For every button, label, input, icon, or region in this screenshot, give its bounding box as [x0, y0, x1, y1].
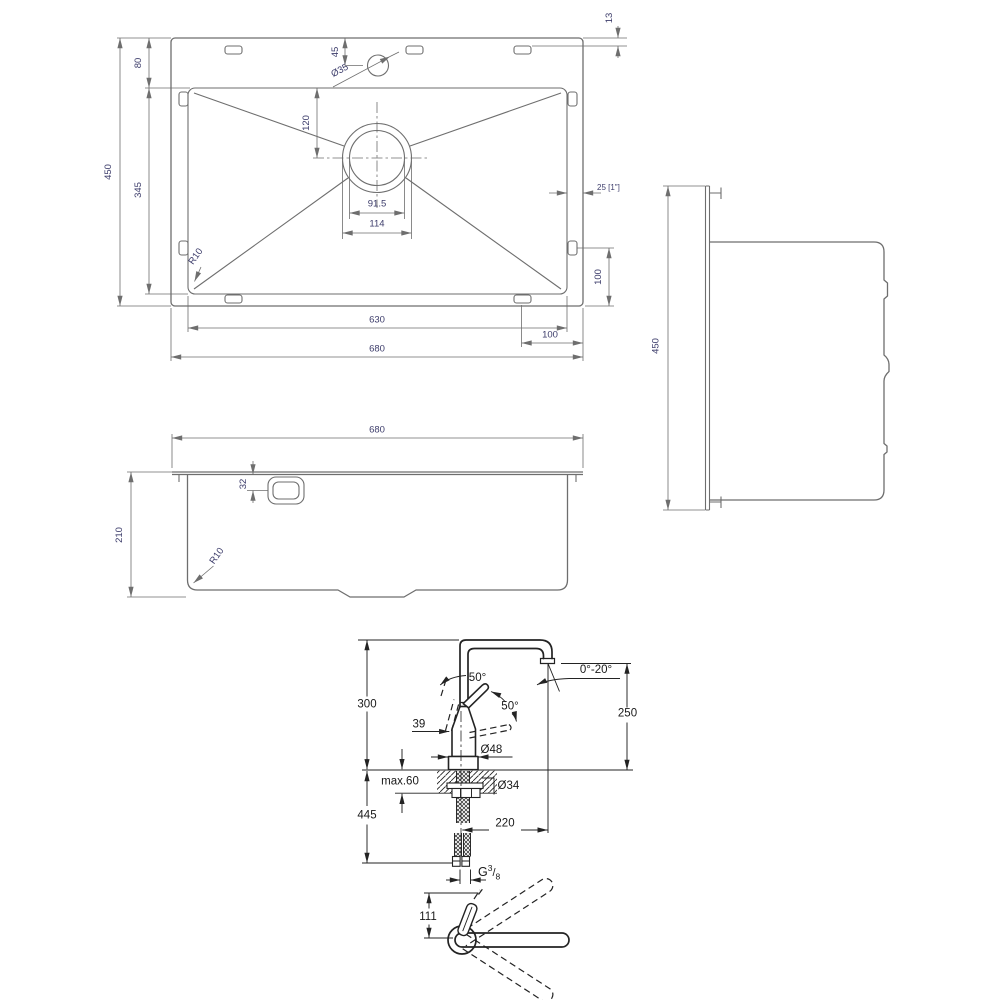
- dim-handle-offset: 39: [413, 719, 426, 731]
- dim-outlet-height: 250: [618, 708, 637, 720]
- dim-bowl-depth: 345: [133, 182, 144, 198]
- hose-left: [454, 833, 462, 857]
- spout-swivel-down: [457, 933, 554, 1000]
- dim-lip-offset: 13: [604, 13, 615, 24]
- rim-lips: [178, 474, 577, 482]
- dim-drain-offset: 120: [301, 115, 312, 131]
- spout-top: [454, 932, 570, 948]
- dim-clip-bottom: 100: [542, 330, 558, 341]
- dim-spout-reach: 220: [495, 818, 514, 830]
- thread-denominator: 8: [496, 872, 501, 882]
- sink-side-view: 450: [651, 185, 890, 511]
- dim-thread-size: G3/8: [478, 863, 501, 882]
- dim-overflow-offset: 32: [238, 479, 249, 490]
- spout-outlet: [539, 657, 556, 665]
- faucet-hole: [366, 54, 390, 77]
- bowl-slope-diagonals: [193, 92, 562, 290]
- thread-prefix: G: [478, 865, 488, 879]
- dim-side-depth: 450: [651, 338, 662, 354]
- hose-right: [463, 833, 471, 857]
- dim-handle-angle-right: 50°: [501, 701, 518, 713]
- sink-outer-rim: [170, 37, 584, 307]
- dim-handle-height: 111: [419, 911, 436, 923]
- sink-rim-profile: [704, 185, 711, 511]
- dim-counter-thickness: max.60: [381, 776, 419, 788]
- dim-hole-dia: Ø35: [329, 62, 350, 80]
- spout-outer: [459, 639, 553, 708]
- dim-front-width: 680: [369, 425, 385, 436]
- rim-tabs: [709, 187, 722, 508]
- dim-height-above: 300: [357, 699, 376, 711]
- faucet-base: [447, 755, 479, 771]
- drain-centerlines: [313, 102, 427, 208]
- spout-swivel-up: [457, 877, 554, 947]
- sink-front-view: 680 210 32 R10: [114, 425, 584, 598]
- counter-surface: [172, 471, 583, 476]
- dim-handle-angle-left: 50°: [469, 672, 486, 684]
- plan-dimension-lines: [117, 26, 621, 360]
- thread-slash: /: [492, 867, 496, 879]
- spout-inner: [467, 647, 545, 708]
- faucet-side-view: 50° 50° 0°-20° 39 Ø48 250 300 445 max.60…: [357, 639, 637, 884]
- extension-lines: [117, 37, 627, 361]
- dim-overall-width: 680: [369, 344, 385, 355]
- dim-clip-side: 100: [593, 269, 604, 285]
- faucet-top-view: 111: [419, 877, 570, 1000]
- handle-lever-dashed-down: [469, 723, 512, 739]
- front-extension-lines: [127, 434, 584, 598]
- handle-top: [457, 902, 478, 937]
- mounting-washer: [446, 782, 484, 790]
- dim-front-radius: R10: [207, 546, 226, 567]
- dim-height-below: 445: [357, 810, 376, 822]
- dim-overall-depth: 450: [103, 164, 114, 180]
- dim-drain-inner: 91.5: [368, 199, 387, 210]
- dim-corner-radius: R10: [186, 246, 205, 267]
- dim-body-dia: Ø48: [481, 744, 503, 756]
- overflow-inner: [272, 481, 300, 500]
- dim-hole-dia-faucet: Ø34: [498, 780, 520, 792]
- sink-plan-view: 450 80 345 120 45 13 Ø35 91.5 114 25 [1"…: [103, 13, 627, 361]
- bowl-profile: [709, 241, 890, 501]
- mounting-clips: [178, 45, 578, 304]
- mounting-nut: [451, 787, 481, 799]
- dim-drain-outer: 114: [369, 219, 384, 230]
- dim-bowl-width: 630: [369, 315, 385, 326]
- handle-lever: [462, 682, 490, 709]
- swivel-lines: [547, 663, 560, 694]
- handle-top-dashed: [473, 886, 485, 900]
- side-extension-lines: [663, 185, 705, 511]
- dim-front-height: 210: [114, 527, 125, 543]
- plan-dimension-labels: 450 80 345 120 45 13 Ø35 91.5 114 25 [1"…: [103, 13, 620, 355]
- bowl-front-outline: [186, 474, 569, 598]
- dim-deck-depth: 80: [133, 58, 144, 69]
- dim-rim-width: 25 [1"]: [597, 183, 620, 192]
- sink-bowl: [187, 87, 568, 295]
- thread-numerator: 3: [488, 863, 493, 873]
- dim-hole-offset: 45: [330, 47, 341, 58]
- dim-spout-tilt: 0°-20°: [580, 664, 612, 676]
